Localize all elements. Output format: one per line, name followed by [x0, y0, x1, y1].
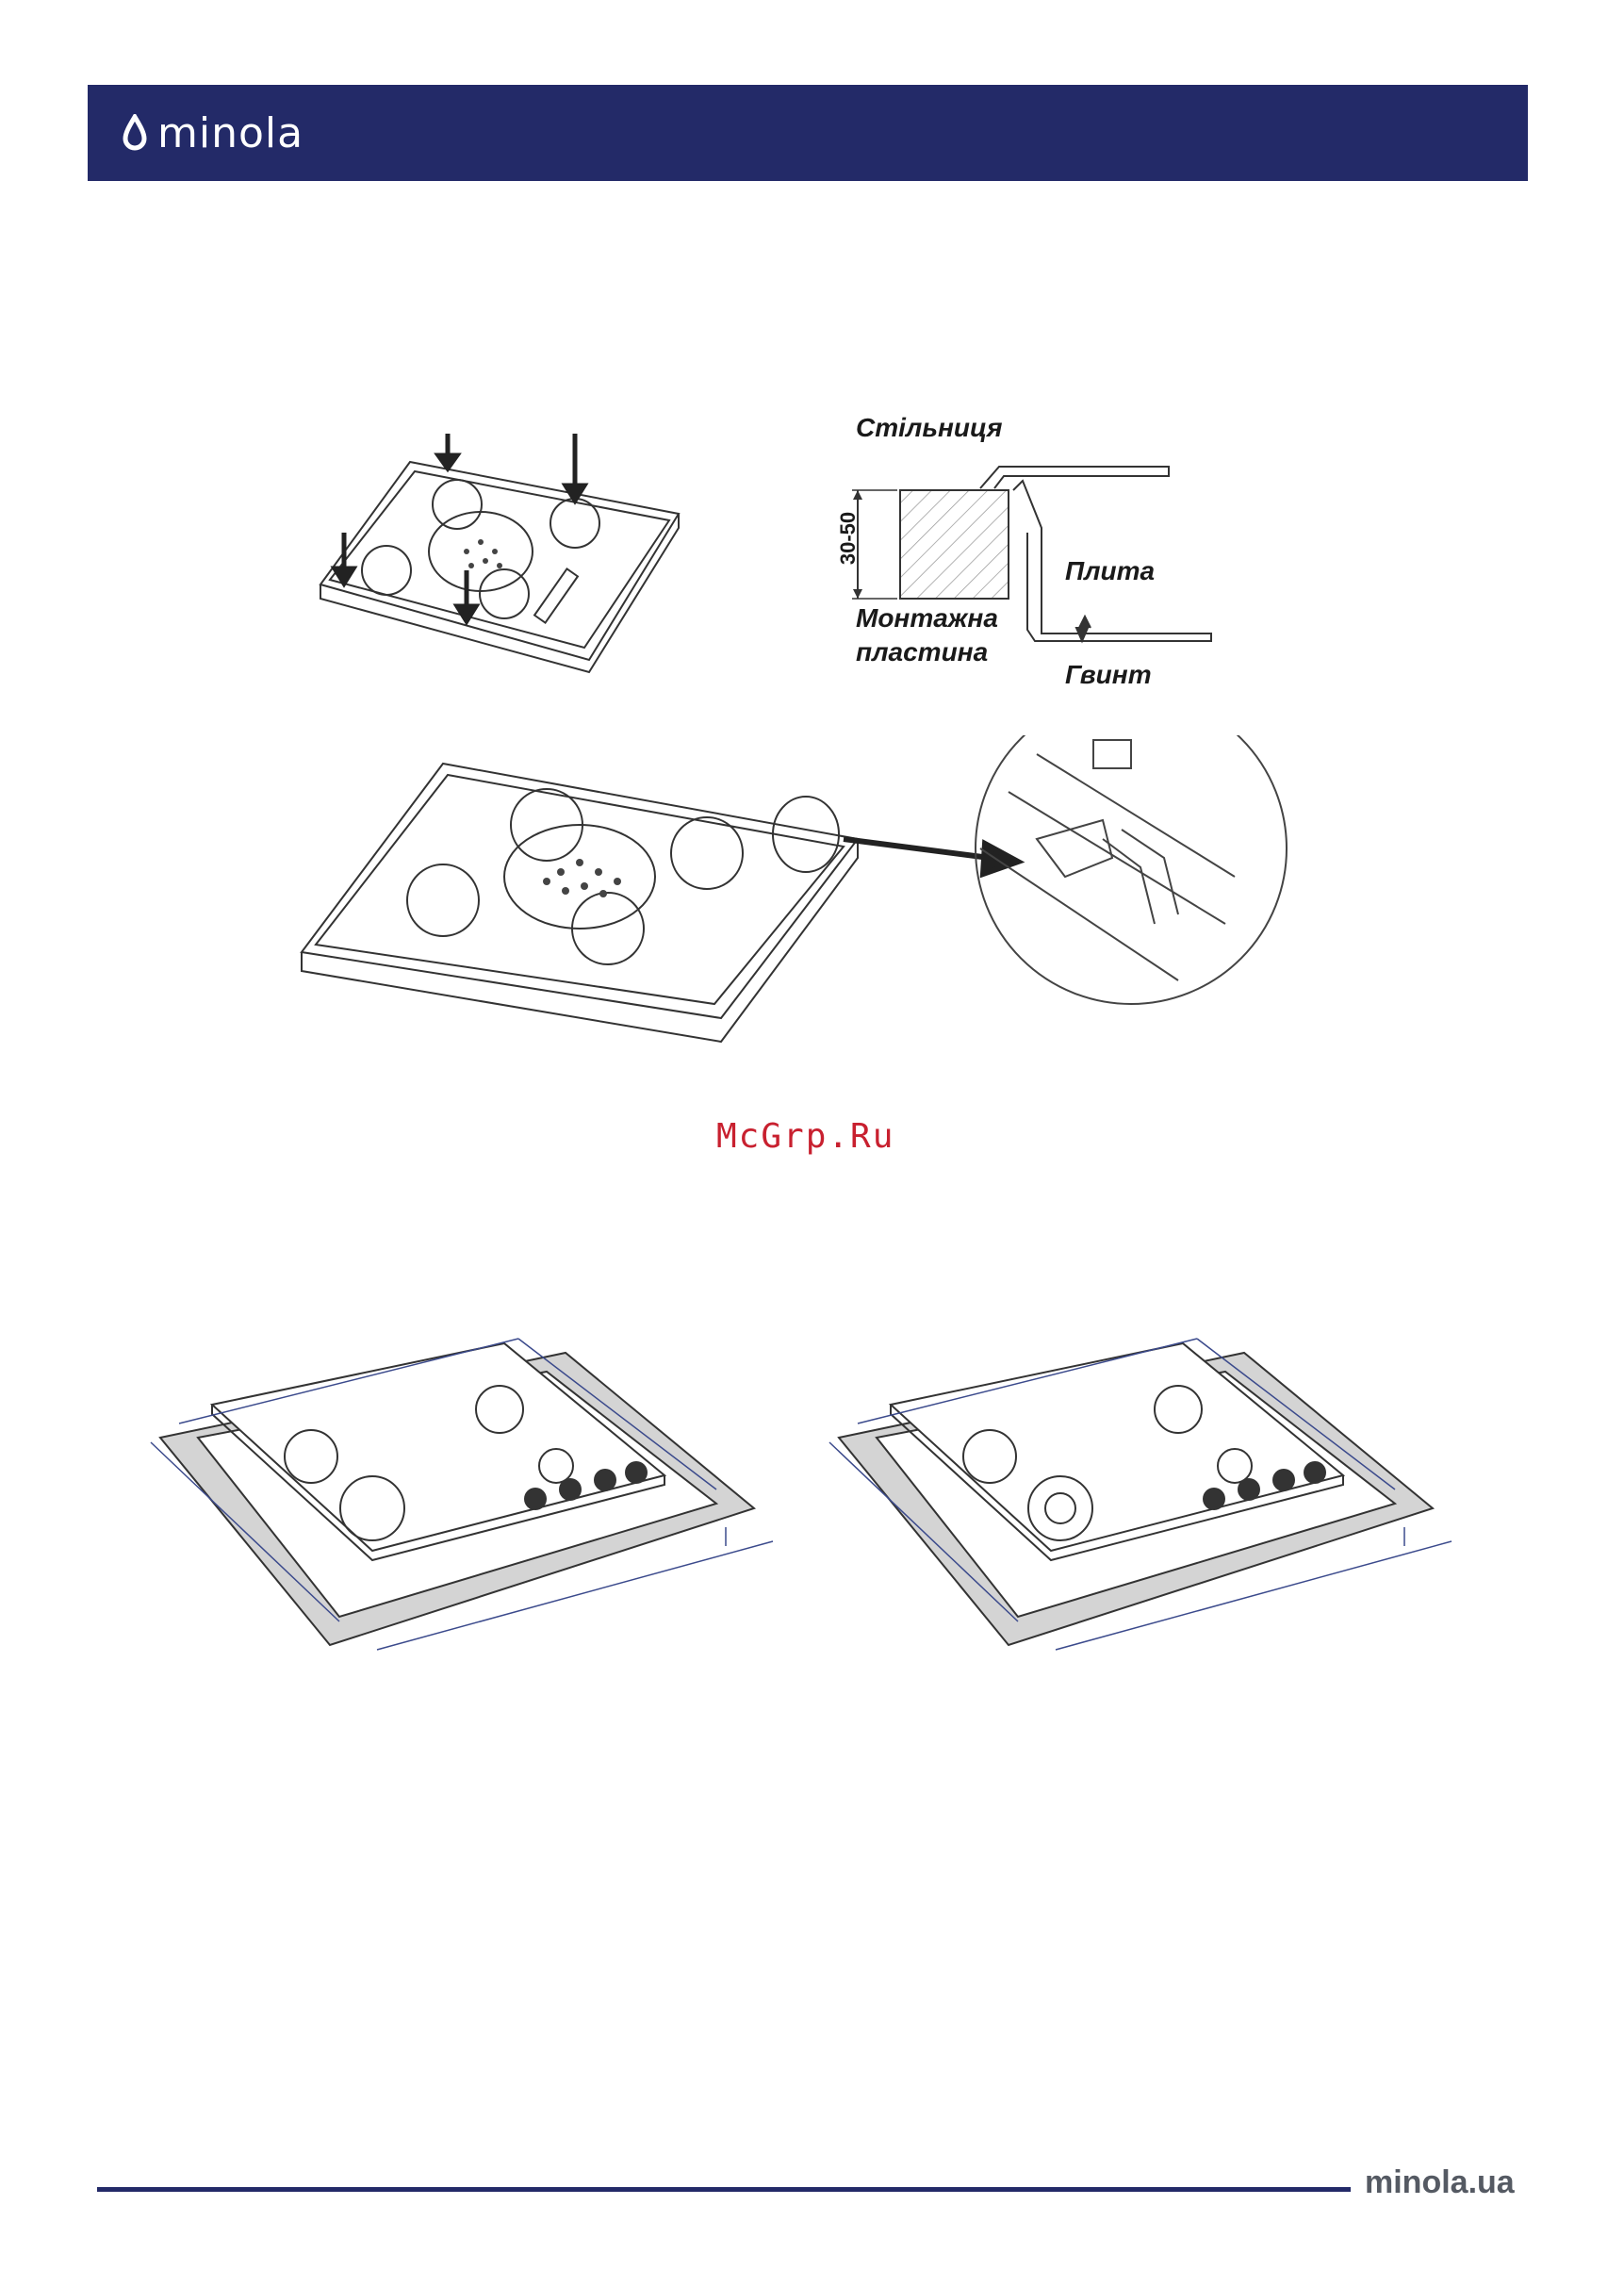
footer-website: minola.ua: [1365, 2164, 1515, 2201]
dimension-label: 30-50: [836, 512, 861, 565]
hob-underside-clips-diagram: [302, 429, 697, 674]
hob-dimensions-diagram-left: [141, 1320, 782, 1716]
hob-label: Плита: [1065, 556, 1155, 586]
screw-label: Гвинт: [1065, 660, 1152, 690]
watermark-text: McGrp.Ru: [716, 1117, 905, 1156]
drop-icon: [122, 114, 148, 152]
header-bar: minola: [88, 85, 1528, 181]
mounting-plate-label-line2: пластина: [856, 637, 988, 667]
countertop-label: Стільниця: [856, 413, 1003, 443]
mounting-plate-label-line1: Монтажна: [856, 603, 998, 633]
brand-name: minola: [157, 109, 303, 157]
countertop-cross-section: Стільниця 30-50 Плита Монтажна пластина …: [829, 405, 1225, 707]
footer-divider: [97, 2187, 1351, 2192]
hob-dimensions-diagram-right: [820, 1320, 1461, 1716]
hob-clip-detail-diagram: [292, 735, 1291, 1084]
brand-logo: minola: [122, 107, 303, 158]
